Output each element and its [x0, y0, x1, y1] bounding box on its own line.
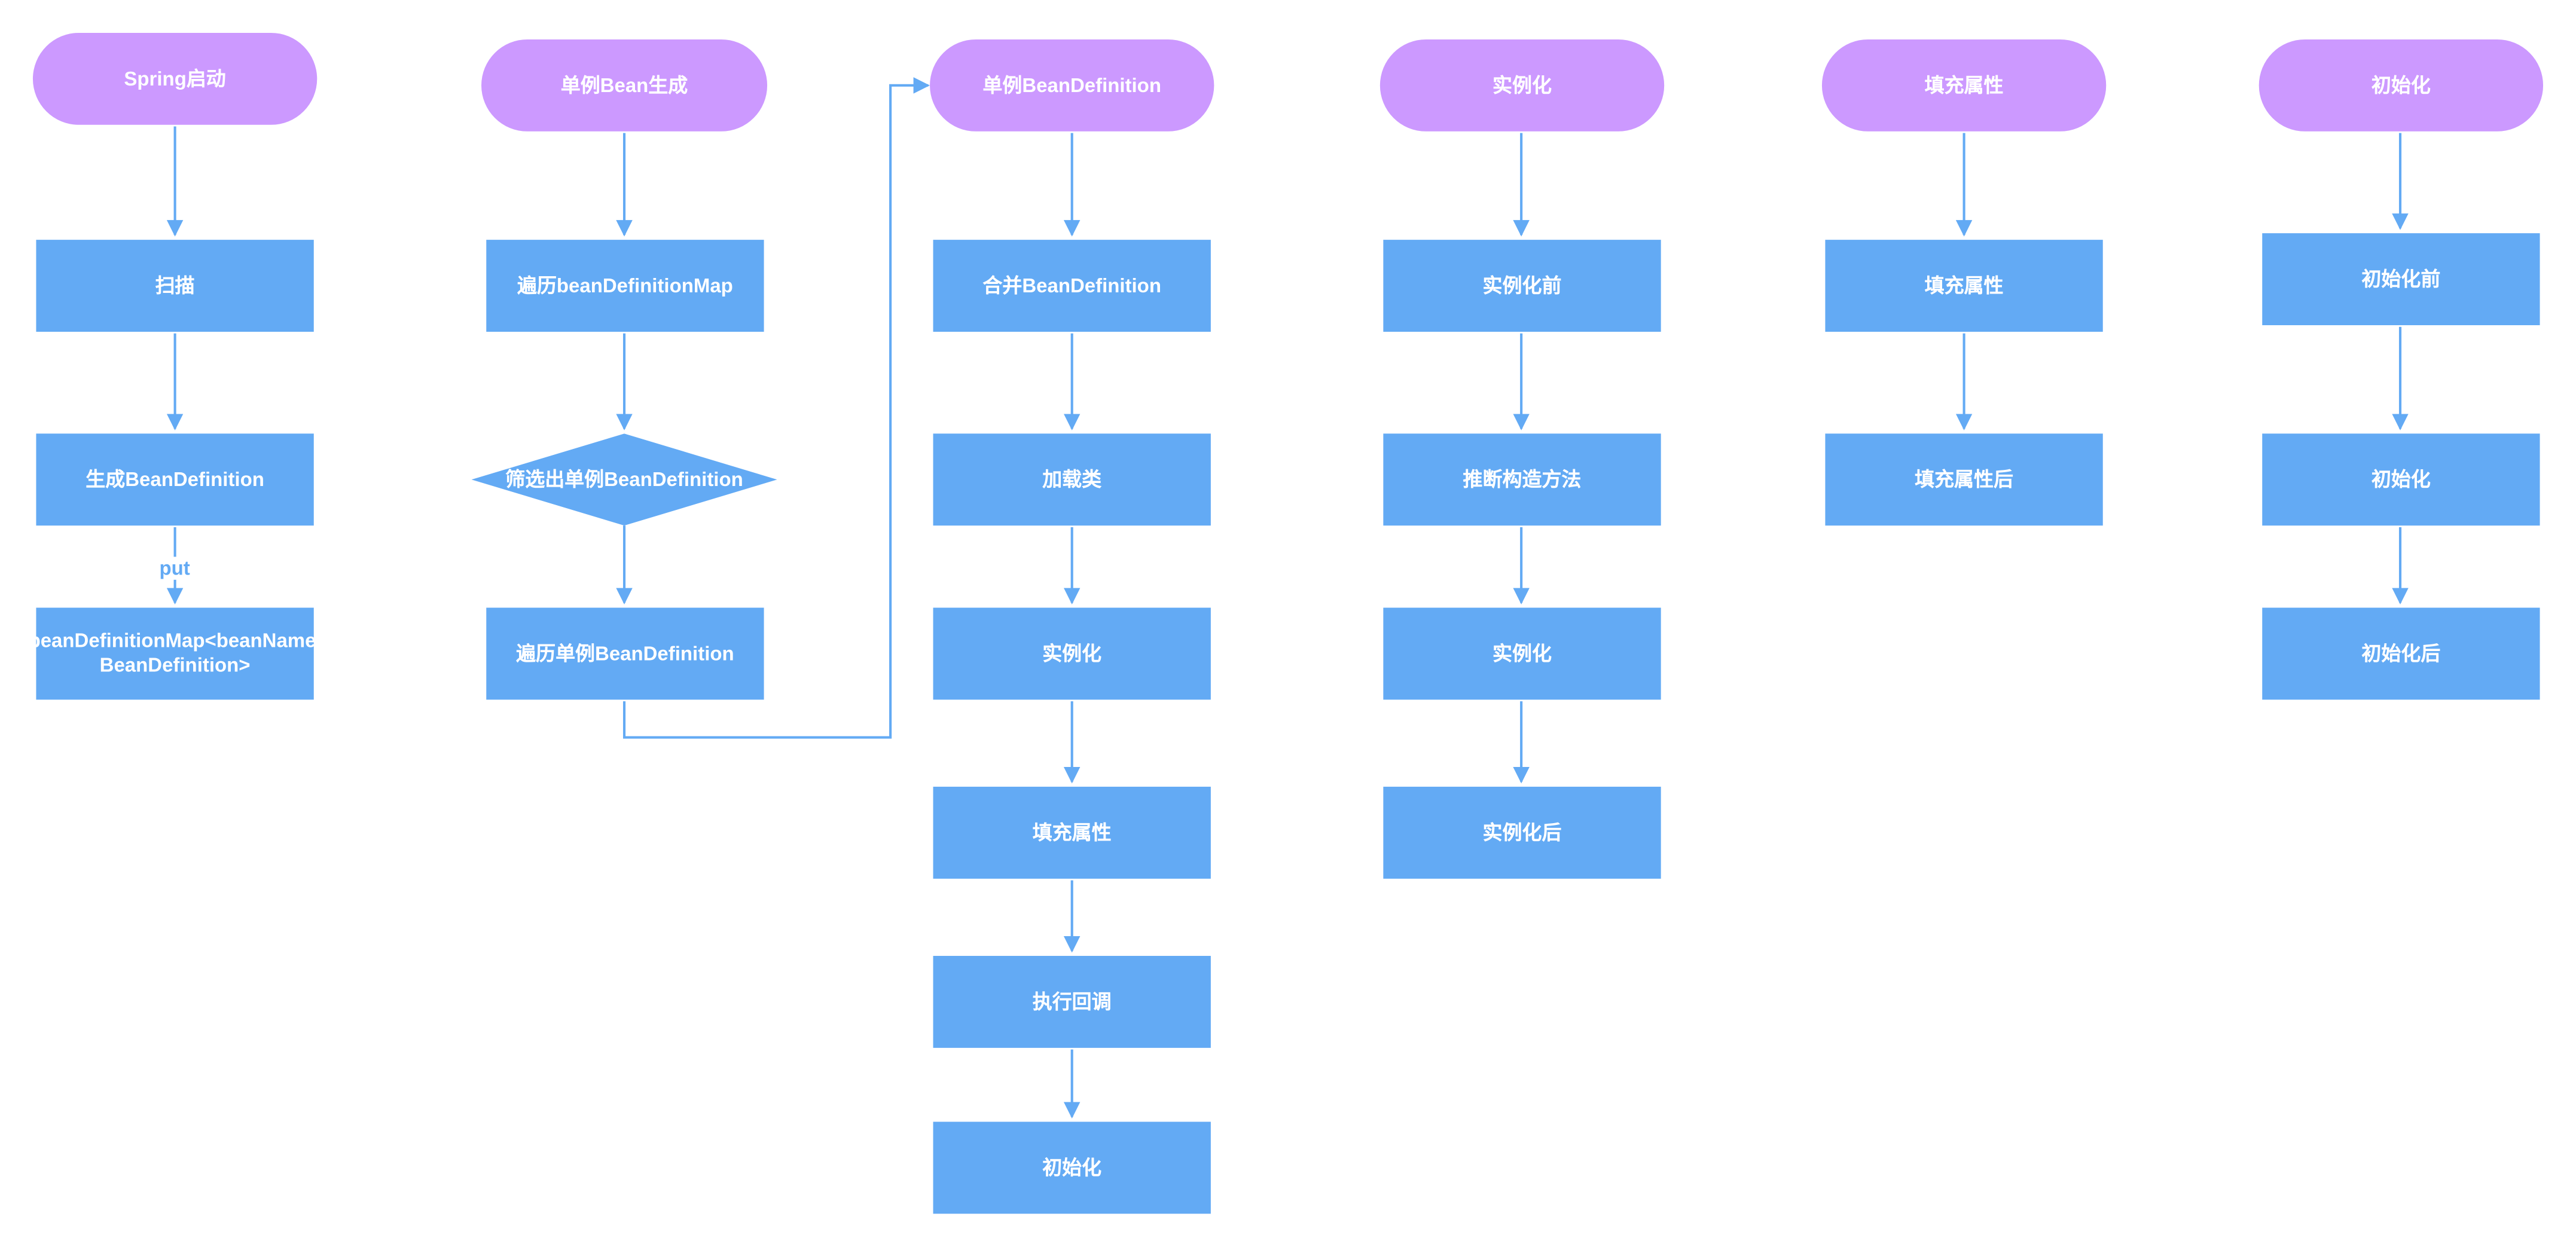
after-initialization-node: 初始化后 [2262, 607, 2540, 700]
instantiation-node: 实例化 [1383, 607, 1661, 700]
instantiation-start-node: 实例化 [1379, 39, 1665, 132]
initialization-start-node: 初始化 [2258, 39, 2544, 132]
singleton-bean-creation-node: 单例Bean生成 [481, 39, 768, 132]
population-start-node: 填充属性 [1821, 39, 2107, 132]
edge-iterate-singleton-to-singleton-bd [622, 77, 930, 739]
bean-definition-map-node: beanDefinitionMap<beanName, BeanDefiniti… [29, 607, 322, 700]
scan-node: 扫描 [36, 240, 314, 332]
execute-callbacks-node: 执行回调 [933, 956, 1211, 1048]
put-edge-label: put [157, 557, 192, 580]
initialize-node: 初始化 [933, 1121, 1211, 1214]
after-population-node: 填充属性后 [1825, 433, 2103, 526]
generate-bean-definition-node: 生成BeanDefinition [36, 433, 314, 526]
initialization-node: 初始化 [2262, 433, 2540, 526]
singleton-bean-definition-node: 单例BeanDefinition [930, 39, 1214, 132]
load-class-node: 加载类 [933, 433, 1211, 526]
iterate-bean-definition-map-node: 遍历beanDefinitionMap [486, 240, 764, 332]
infer-constructor-node: 推断构造方法 [1383, 433, 1661, 526]
population-node: 填充属性 [1825, 240, 2103, 332]
merge-bean-definition-node: 合并BeanDefinition [933, 240, 1211, 332]
after-instantiation-node: 实例化后 [1383, 787, 1661, 879]
spring-startup-node: Spring启动 [32, 32, 318, 125]
before-instantiation-node: 实例化前 [1383, 240, 1661, 332]
instantiate-node: 实例化 [933, 607, 1211, 700]
before-initialization-node: 初始化前 [2262, 233, 2540, 325]
populate-properties-node: 填充属性 [933, 787, 1211, 879]
iterate-singleton-bean-definition-node: 遍历单例BeanDefinition [486, 607, 764, 700]
